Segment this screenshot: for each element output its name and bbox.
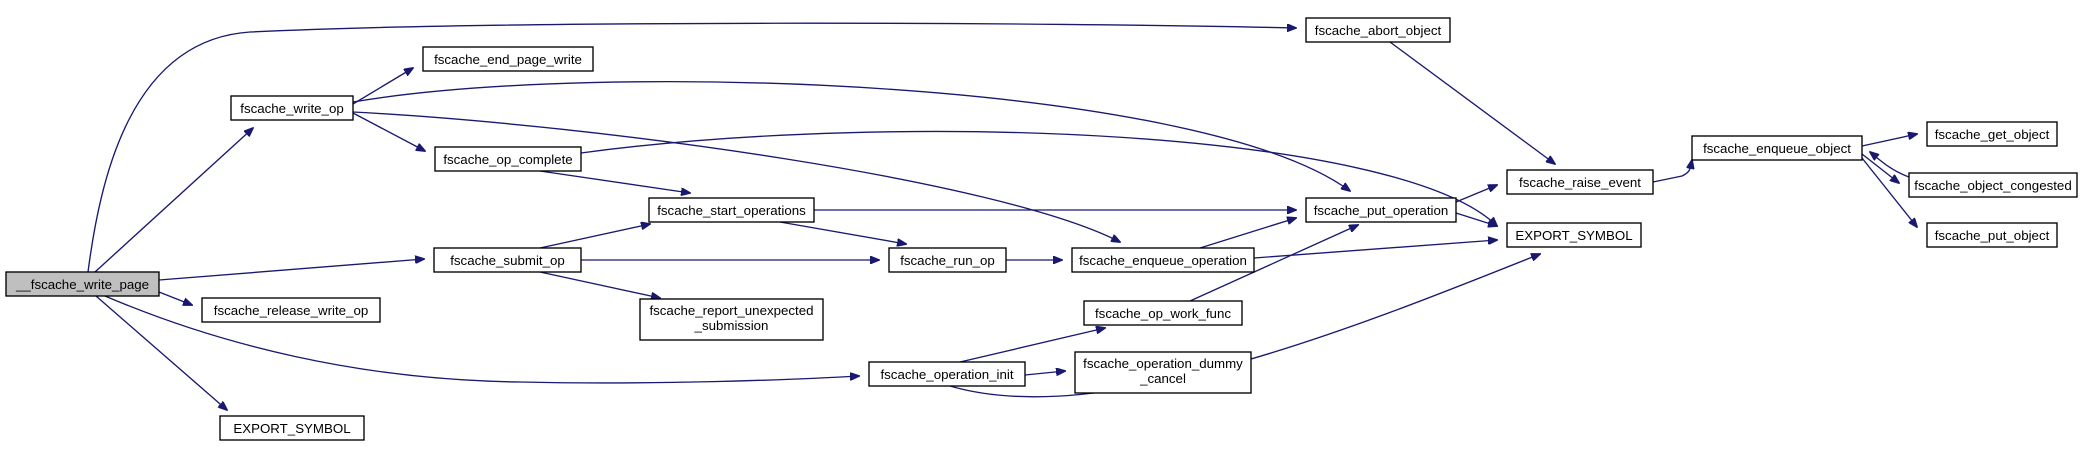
node-label: fscache_op_complete (443, 152, 572, 167)
edge-layer (87, 22, 1917, 410)
node-fscache-op-complete[interactable]: fscache_op_complete (434, 146, 582, 172)
node-fscache-enqueue-operation[interactable]: fscache_enqueue_operation (1071, 247, 1255, 273)
edge-n12-n2 (1455, 185, 1497, 203)
edge-n14-n10 (1253, 240, 1497, 259)
edge-n14-n12 (1199, 218, 1296, 249)
node-label: fscache_write_op (240, 101, 343, 116)
node-label: fscache_put_object (1935, 228, 2050, 243)
node-fscache-operation-dummy-cancel[interactable]: fscache_operation_dummy _cancel (1074, 351, 1252, 394)
node-fscache-release-write-op[interactable]: fscache_release_write_op (201, 297, 381, 323)
node-label-line-2: _submission (694, 318, 769, 333)
node-fscache-op-work-func[interactable]: fscache_op_work_func (1083, 300, 1243, 326)
node-fscache-write-page-root[interactable]: __fscache_write_page (5, 271, 160, 297)
node-fscache-submit-op[interactable]: fscache_submit_op (433, 247, 582, 273)
node-fscache-operation-init[interactable]: fscache_operation_init (868, 361, 1026, 387)
node-label: fscache_operation_init (880, 367, 1013, 382)
node-label: fscache_object_congested (1914, 178, 2071, 193)
node-label: fscache_end_page_write (434, 52, 582, 67)
node-label: fscache_get_object (1935, 127, 2050, 142)
edge-n15-n16 (539, 271, 660, 298)
node-label: fscache_op_work_func (1095, 306, 1231, 321)
node-label: fscache_release_write_op (214, 303, 369, 318)
edge-n7-n12 (352, 81, 1350, 191)
edge-n0-n18 (104, 295, 859, 384)
edge-n5-n3 (1870, 152, 1910, 178)
node-export-symbol-bottom[interactable]: EXPORT_SYMBOL (219, 415, 365, 441)
edge-n12-n10 (1455, 212, 1497, 226)
node-label: EXPORT_SYMBOL (233, 421, 350, 436)
edge-n0-n1 (87, 22, 1296, 273)
node-label-line-1: fscache_report_unexpected (649, 303, 813, 318)
node-label: fscache_raise_event (1519, 175, 1641, 190)
node-fscache-run-op[interactable]: fscache_run_op (888, 247, 1007, 273)
node-fscache-raise-event[interactable]: fscache_raise_event (1506, 169, 1654, 195)
node-fscache-put-operation[interactable]: fscache_put_operation (1305, 197, 1457, 223)
edge-n18-n20 (1024, 371, 1065, 375)
edge-n3-n6 (1861, 157, 1917, 227)
edge-n9-n11 (539, 170, 690, 193)
node-fscache-get-object[interactable]: fscache_get_object (1926, 121, 2058, 147)
node-label: fscache_put_operation (1314, 203, 1449, 218)
edge-n19-n12 (1189, 225, 1358, 302)
node-fscache-enqueue-object[interactable]: fscache_enqueue_object (1691, 135, 1863, 161)
node-label: fscache_start_operations (657, 203, 806, 218)
edge-n7-n8 (352, 68, 413, 105)
node-layer: __fscache_write_page fscache_abort_objec… (5, 17, 2078, 441)
node-label: fscache_abort_object (1315, 23, 1442, 38)
node-fscache-report-unexpected-submission[interactable]: fscache_report_unexpected _submission (639, 298, 824, 341)
edge-n9-n10 (580, 130, 1497, 226)
node-label: fscache_submit_op (450, 253, 565, 268)
node-fscache-write-op[interactable]: fscache_write_op (230, 95, 354, 121)
edge-n0-n21 (95, 295, 227, 410)
edge-n0-n17 (158, 291, 192, 305)
edge-n0-n7 (94, 128, 253, 273)
edge-n7-n14 (352, 111, 1120, 242)
node-fscache-end-page-write[interactable]: fscache_end_page_write (422, 46, 594, 72)
node-label: fscache_enqueue_object (1703, 141, 1851, 156)
edge-n18-n19 (959, 328, 1105, 363)
node-fscache-object-congested[interactable]: fscache_object_congested (1908, 172, 2078, 198)
edge-n2-n3 (1652, 160, 1692, 183)
node-label: fscache_enqueue_operation (1079, 253, 1247, 268)
edge-n15-n11 (539, 224, 650, 249)
node-fscache-start-operations[interactable]: fscache_start_operations (648, 197, 815, 223)
edge-n3-n5 (1861, 153, 1899, 183)
edge-n3-n4 (1861, 134, 1917, 147)
node-export-symbol-right[interactable]: EXPORT_SYMBOL (1506, 222, 1642, 248)
node-fscache-abort-object[interactable]: fscache_abort_object (1305, 17, 1451, 43)
node-label-line-1: fscache_operation_dummy (1083, 356, 1243, 371)
edge-n7-n9 (352, 112, 425, 151)
node-label-line-2: _cancel (1139, 371, 1186, 386)
edge-n0-n15 (158, 259, 424, 281)
node-label: EXPORT_SYMBOL (1515, 228, 1632, 243)
node-label: __fscache_write_page (15, 277, 149, 292)
node-fscache-put-object[interactable]: fscache_put_object (1926, 222, 2058, 248)
node-label: fscache_run_op (900, 253, 995, 268)
edge-n11-n13 (779, 221, 906, 244)
edge-n1-n2 (1389, 41, 1555, 164)
